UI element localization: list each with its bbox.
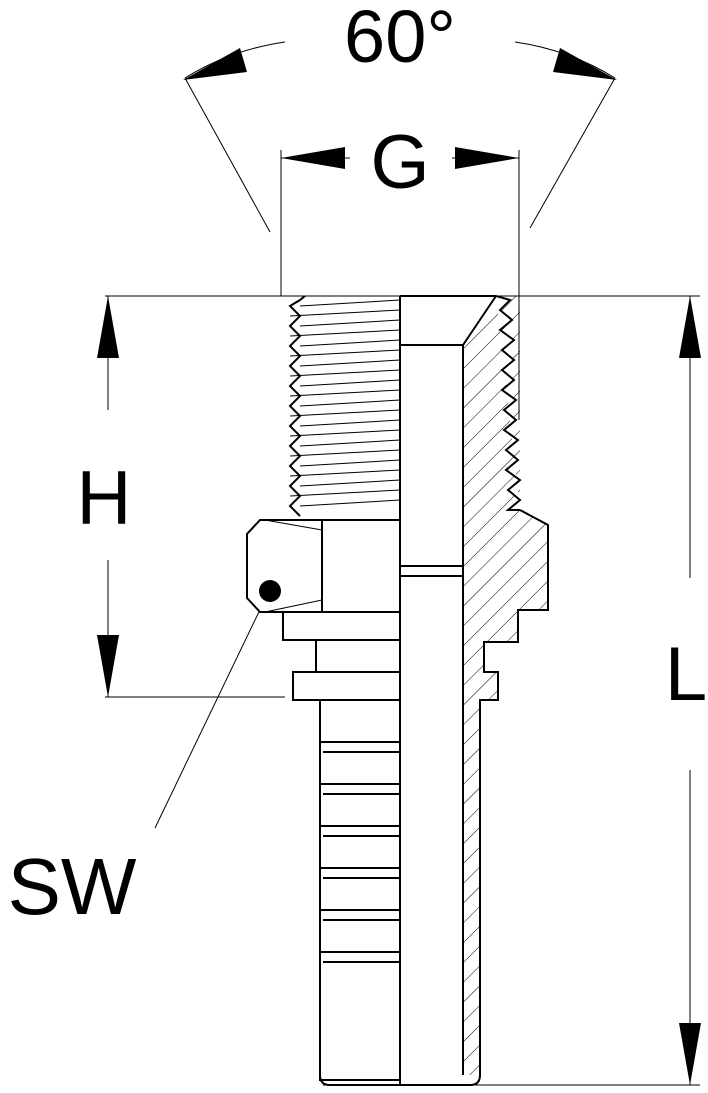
height-label: H xyxy=(77,456,132,541)
arrowheads xyxy=(97,48,701,1085)
thread-label: G xyxy=(370,120,429,205)
hose-tail xyxy=(319,699,401,1081)
sw-marker-dot xyxy=(259,580,281,602)
ferrule-flange xyxy=(292,671,401,701)
thread-crest-lines xyxy=(289,299,401,507)
angle-arrow-right xyxy=(553,48,617,80)
hex-top-chamfer xyxy=(264,519,323,531)
hex-bottom-chamfer xyxy=(264,599,323,613)
sw-leader-line xyxy=(154,592,269,829)
spanner-label: SW xyxy=(8,842,137,931)
collar xyxy=(282,611,401,641)
thread-profile-left xyxy=(288,295,306,517)
neck xyxy=(315,639,401,673)
thread-profile-right xyxy=(495,295,522,511)
g-arrow-left xyxy=(281,147,345,169)
h-arrow-bottom xyxy=(97,635,119,697)
tail-bottom-end xyxy=(319,1074,400,1086)
angle-left-leg xyxy=(184,77,271,233)
bore-bottom-end xyxy=(400,1074,481,1086)
l-arrow-top xyxy=(679,296,701,358)
h-arrow-top xyxy=(97,296,119,358)
fitting-outer-view xyxy=(246,295,401,1081)
l-arrow-bottom xyxy=(679,1023,701,1085)
length-label: L xyxy=(665,632,707,717)
angle-label: 60° xyxy=(344,0,456,78)
barb-lines xyxy=(320,741,400,963)
angle-right-leg xyxy=(529,77,616,229)
angle-arrow-left xyxy=(183,48,247,80)
g-arrow-right xyxy=(455,147,519,169)
